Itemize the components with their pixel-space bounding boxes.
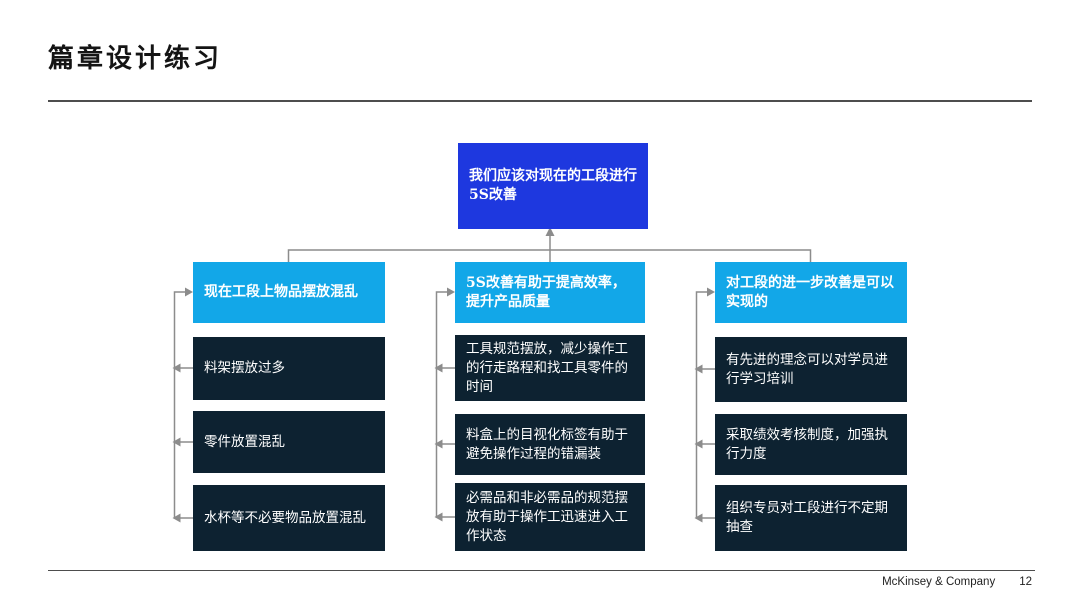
support-box-c2-s3: 必需品和非必需品的规范摆放有助于操作工迅速进入工作状态: [455, 483, 645, 551]
support-text: 零件放置混乱: [204, 433, 285, 450]
arrow-left-icon: [172, 513, 181, 523]
title-divider: [48, 100, 1032, 102]
support-text: 必需品和非必需品的规范摆放有助于操作工迅速进入工作状态: [466, 489, 628, 544]
arrow-left-icon: [434, 512, 443, 522]
arrow-left-icon: [172, 363, 181, 373]
support-box-c2-s1: 工具规范摆放，减少操作工的行走路程和找工具零件的时间: [455, 335, 645, 401]
support-text: 工具规范摆放，减少操作工的行走路程和找工具零件的时间: [466, 340, 628, 395]
support-box-c1-s2: 零件放置混乱: [193, 411, 385, 473]
arrow-right-icon: [707, 287, 715, 297]
header-text: 对工段的进一步改善是可以实现的: [726, 274, 894, 310]
arrow-left-icon: [434, 439, 443, 449]
support-text: 水杯等不必要物品放置混乱: [204, 509, 366, 526]
header-box-3: 对工段的进一步改善是可以实现的: [715, 262, 907, 323]
governing-thought-text: 我们应该对现在的工段进行5S改善: [469, 168, 637, 203]
governing-thought-box: 我们应该对现在的工段进行5S改善: [458, 143, 648, 229]
footer-page-number: 12: [1019, 576, 1032, 588]
arrow-left-icon: [694, 439, 703, 449]
footer-divider: [48, 570, 1035, 571]
connector-bracket-col2: [435, 291, 447, 517]
support-box-c2-s2: 料盒上的目视化标签有助于避免操作过程的错漏装: [455, 414, 645, 475]
support-box-c3-s3: 组织专员对工段进行不定期抽查: [715, 485, 907, 551]
support-box-c1-s3: 水杯等不必要物品放置混乱: [193, 485, 385, 551]
footer: McKinsey & Company 12: [882, 576, 1032, 588]
arrow-left-icon: [694, 364, 703, 374]
arrow-right-icon: [447, 287, 455, 297]
support-box-c1-s1: 料架摆放过多: [193, 337, 385, 400]
connector-bracket-col3: [695, 291, 707, 518]
arrow-left-icon: [434, 363, 443, 373]
connector-bracket-col1: [173, 291, 185, 518]
arrow-left-icon: [694, 513, 703, 523]
slide-title: 篇章设计练习: [48, 44, 223, 74]
header-text: 5S改善有助于提高效率，提升产品质量: [466, 274, 626, 310]
arrow-right-icon: [185, 287, 193, 297]
arrow-left-icon: [172, 437, 181, 447]
support-box-c3-s1: 有先进的理念可以对学员进行学习培训: [715, 337, 907, 402]
header-box-2: 5S改善有助于提高效率，提升产品质量: [455, 262, 645, 323]
support-text: 组织专员对工段进行不定期抽查: [726, 500, 888, 535]
header-text: 现在工段上物品摆放混乱: [204, 284, 358, 300]
footer-brand: McKinsey & Company: [882, 576, 996, 588]
support-text: 有先进的理念可以对学员进行学习培训: [726, 351, 888, 387]
connector-top-tier: [287, 249, 812, 262]
support-text: 料盒上的目视化标签有助于避免操作过程的错漏装: [466, 426, 628, 462]
arrow-up-icon: [545, 227, 555, 236]
support-text: 料架摆放过多: [204, 360, 285, 376]
header-box-1: 现在工段上物品摆放混乱: [193, 262, 385, 323]
support-text: 采取绩效考核制度，加强执行力度: [726, 426, 888, 462]
support-box-c3-s2: 采取绩效考核制度，加强执行力度: [715, 414, 907, 475]
